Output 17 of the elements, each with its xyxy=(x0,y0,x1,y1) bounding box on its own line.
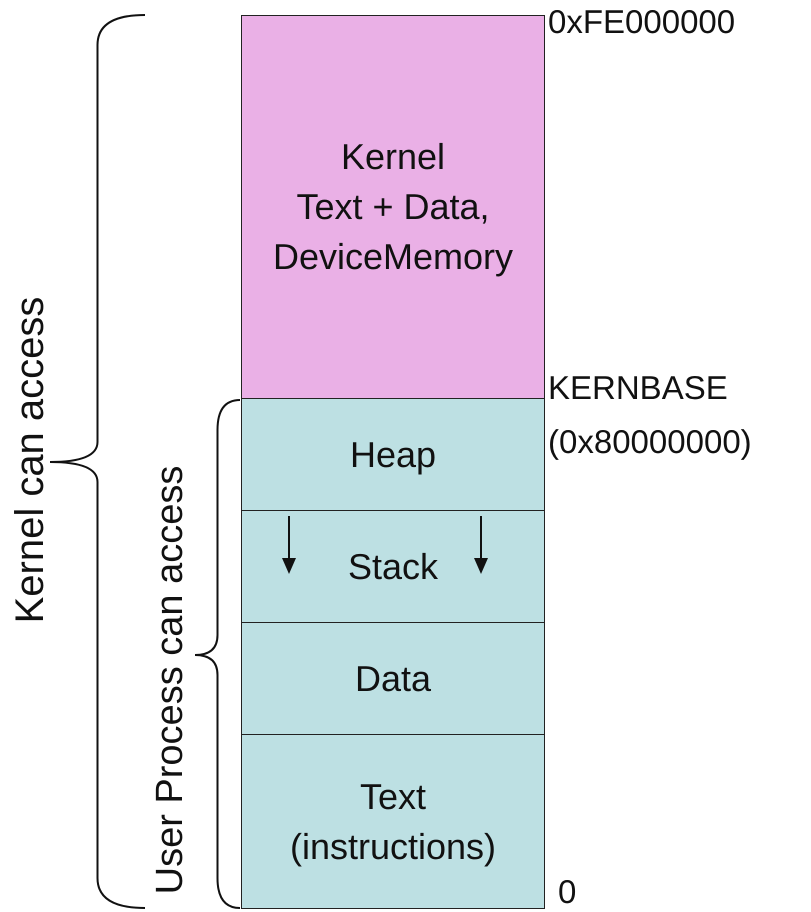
segment-label: Stack xyxy=(348,544,438,589)
segment-label: Text (instructions) xyxy=(288,774,498,868)
access-label: Kernel can access xyxy=(10,296,50,624)
memory-segment xyxy=(241,622,545,735)
address-label: 0 xyxy=(558,872,576,912)
address-label: KERNBASE xyxy=(548,368,728,408)
segment-label: Text + Data, DeviceMemory xyxy=(272,185,514,279)
segment-label: Heap xyxy=(350,432,436,477)
memory-segment xyxy=(241,510,545,623)
address-label: (0x80000000) xyxy=(548,422,752,462)
memory-segment xyxy=(241,734,545,909)
memory-segment xyxy=(241,15,545,399)
segment-label: Data xyxy=(354,656,432,701)
segment-label: Kernel xyxy=(340,135,446,180)
memory-segment xyxy=(241,398,545,511)
address-label: 0xFE000000 xyxy=(548,2,736,42)
access-label: User Process can access xyxy=(151,466,189,894)
